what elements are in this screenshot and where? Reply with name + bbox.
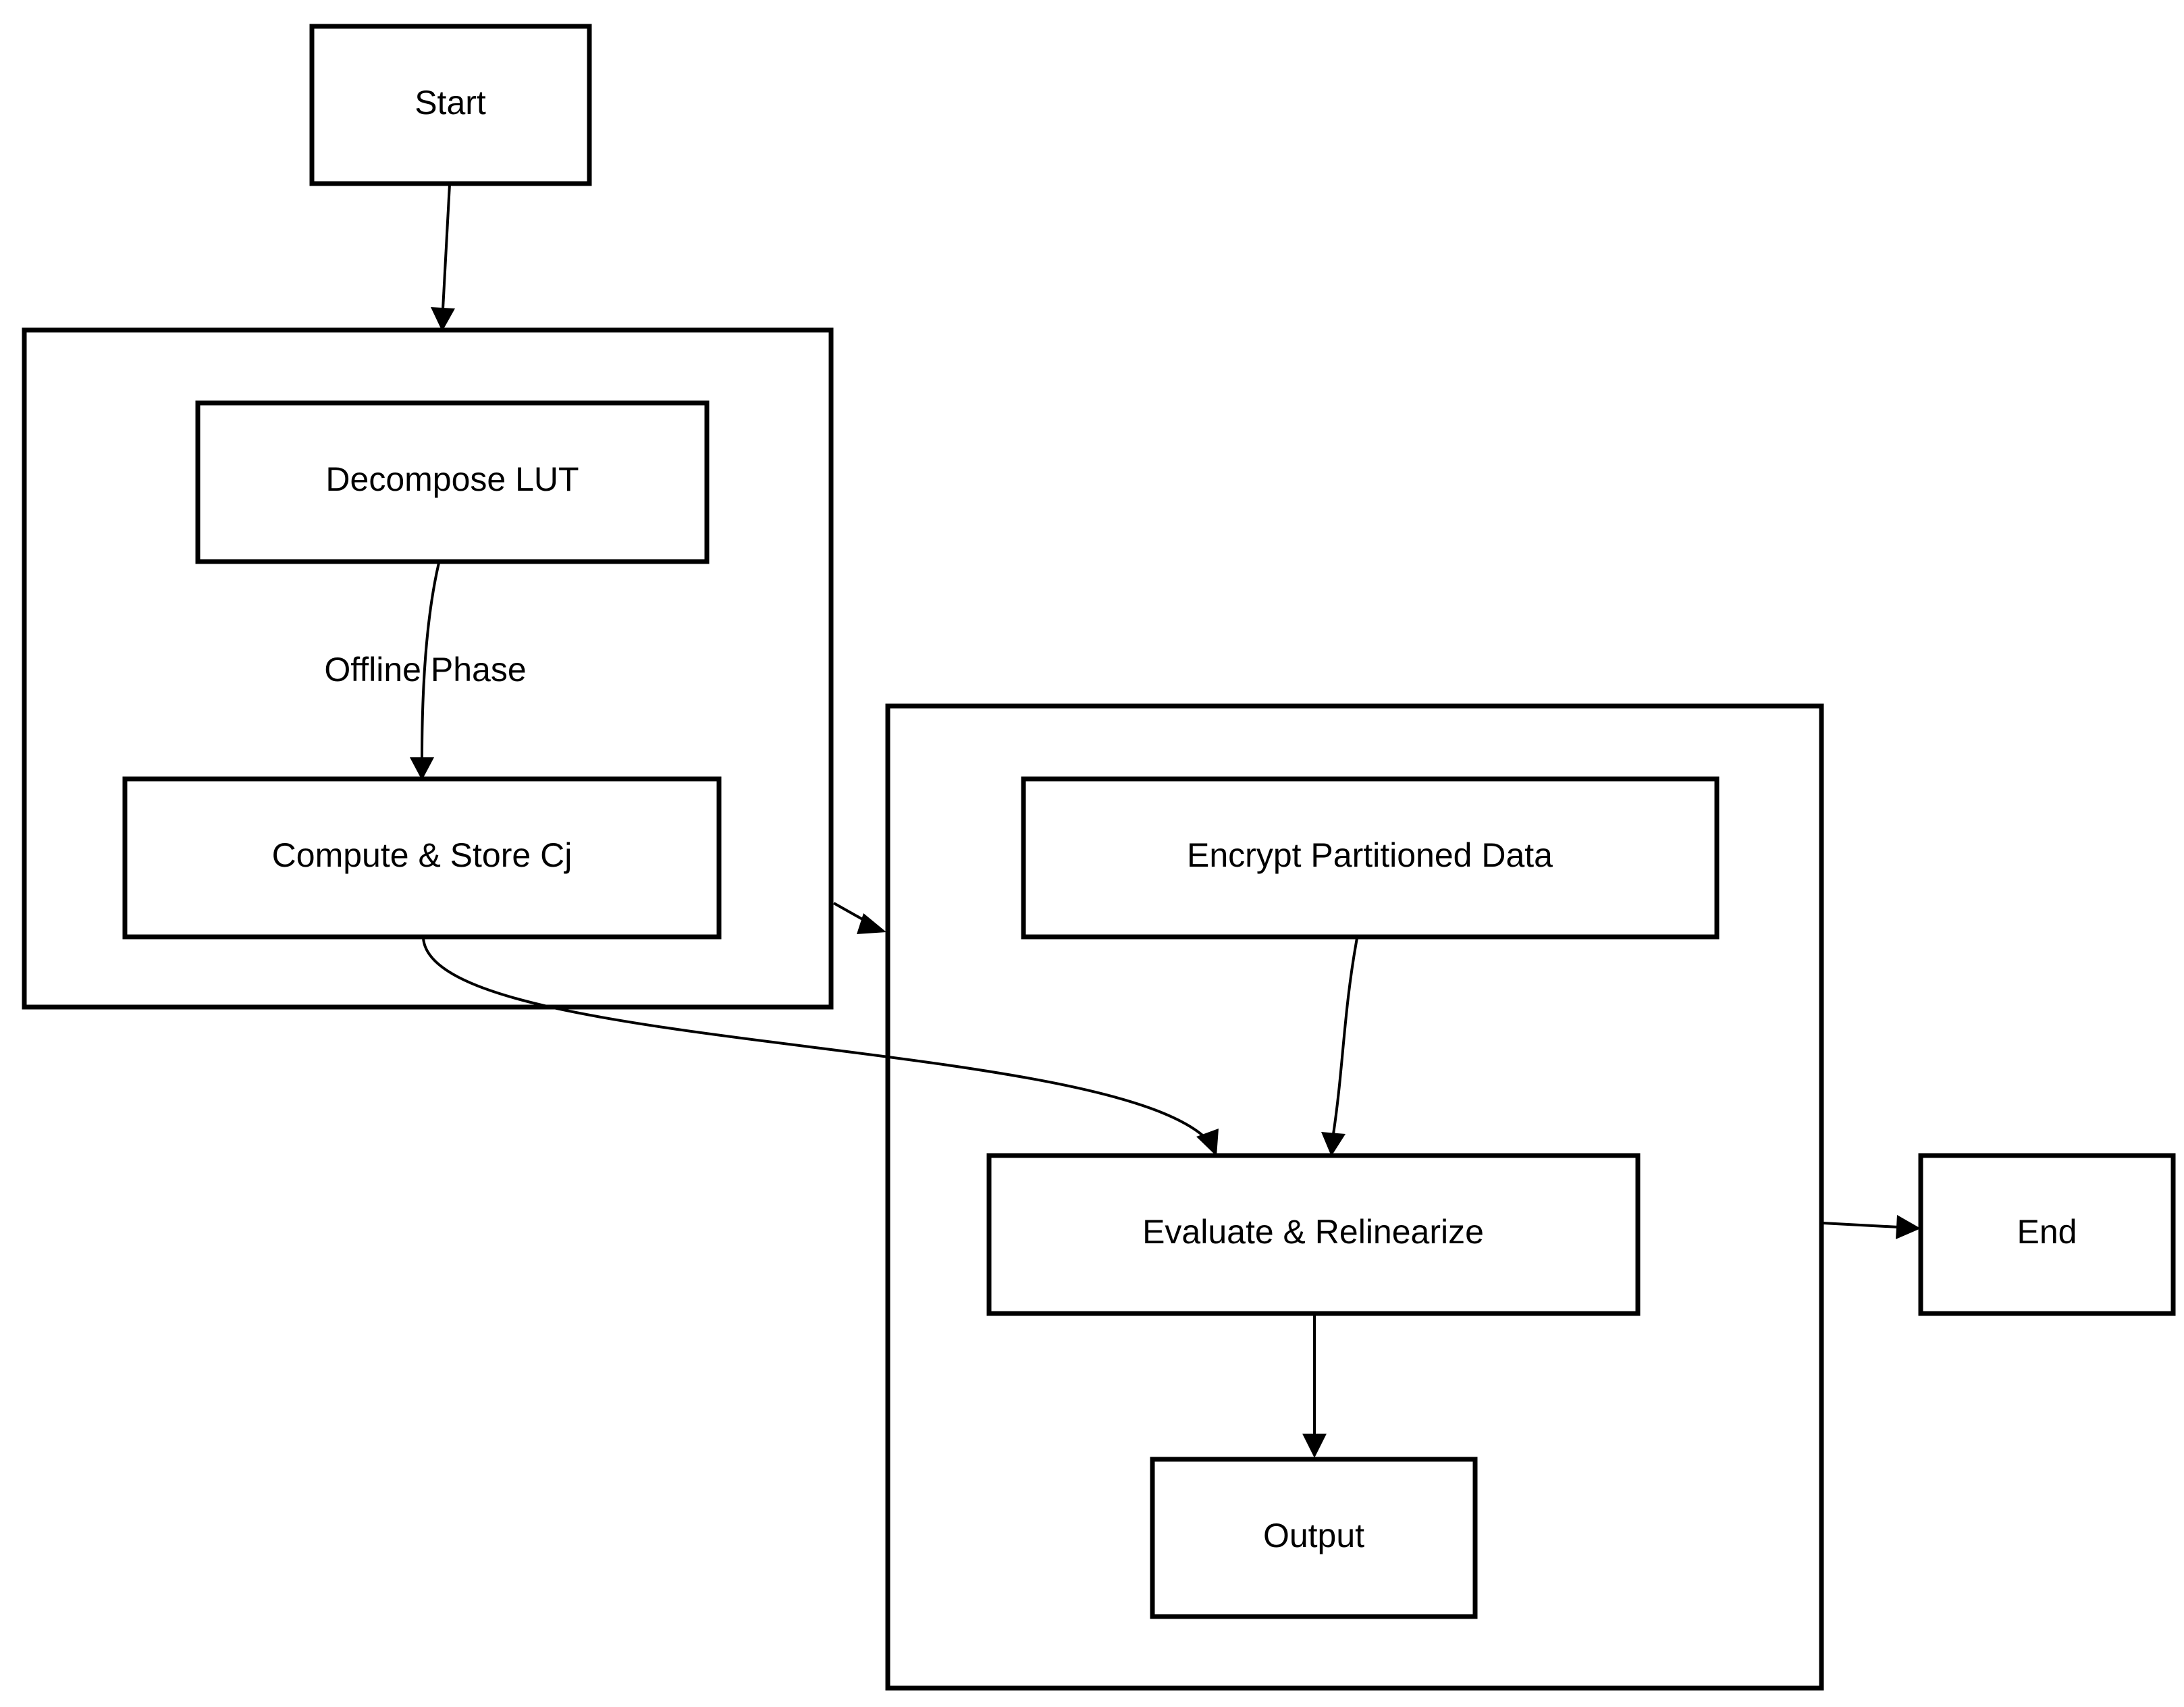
node-encrypt-partitioned-label: Encrypt Partitioned Data <box>1187 836 1553 874</box>
edge-decompose-to-compute <box>421 562 440 760</box>
edge-label-text: Offline Phase <box>324 651 526 688</box>
arrowhead <box>1896 1215 1921 1239</box>
arrowhead <box>1321 1132 1346 1156</box>
node-start[interactable]: Start <box>309 24 592 186</box>
node-evaluate-relinearize-label: Evaluate & Relinearize <box>1142 1213 1484 1251</box>
offline-group <box>22 327 834 1010</box>
node-encrypt-partitioned[interactable]: Encrypt Partitioned Data <box>1021 776 1720 940</box>
edge-start-to-offline <box>442 184 451 310</box>
arrowhead <box>857 913 886 934</box>
edges <box>410 184 1921 1458</box>
arrowhead <box>1302 1434 1327 1458</box>
edge-compute-to-evaluate <box>422 938 1210 1142</box>
edge-online-to-end <box>1822 1222 1899 1228</box>
edge-label-offline-phase: Offline Phase <box>324 651 526 688</box>
arrowhead <box>1196 1129 1219 1156</box>
node-end[interactable]: End <box>1918 1153 2176 1316</box>
node-start-label: Start <box>415 84 486 121</box>
online-group <box>885 703 1824 1691</box>
node-end-label: End <box>2017 1213 2077 1251</box>
node-evaluate-relinearize[interactable]: Evaluate & Relinearize <box>986 1153 1641 1316</box>
node-compute-store-label: Compute & Store Cj <box>272 836 572 874</box>
arrowhead <box>431 307 455 331</box>
arrowhead <box>410 757 434 780</box>
edge-encrypt-to-evaluate <box>1332 938 1358 1135</box>
node-decompose-lut[interactable]: Decompose LUT <box>195 400 710 564</box>
node-compute-store[interactable]: Compute & Store Cj <box>122 776 722 940</box>
node-output-label: Output <box>1263 1517 1364 1554</box>
node-decompose-lut-label: Decompose LUT <box>325 460 579 498</box>
node-output[interactable]: Output <box>1150 1457 1478 1619</box>
